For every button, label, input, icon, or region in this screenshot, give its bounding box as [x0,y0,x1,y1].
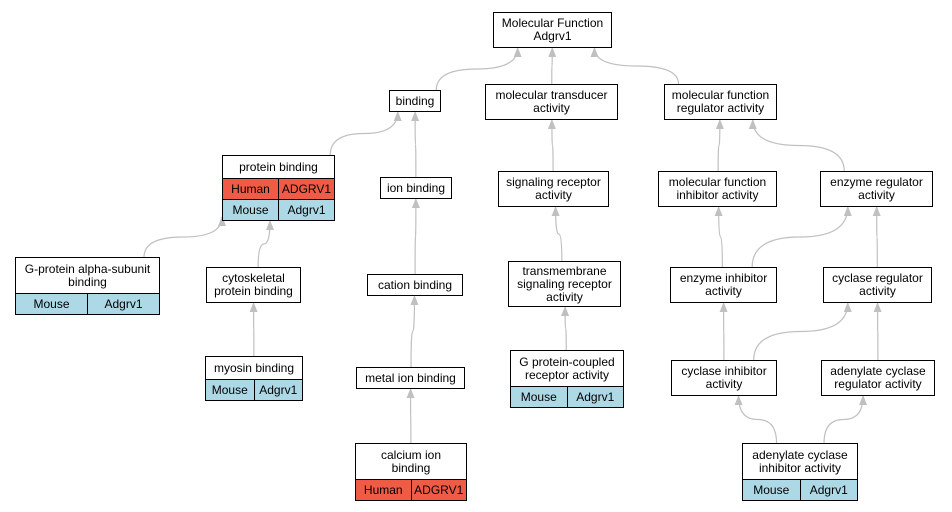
species-row-human: Human ADGRV1 [356,479,466,500]
node-label: protein binding [239,159,318,174]
species-label: Mouse [753,483,790,497]
node-label: binding [395,93,435,108]
species-row-mouse: Mouse Adgrv1 [206,379,302,400]
node-label: Molecular Function Adgrv1 [501,16,604,43]
edge-metal_ion-to-cation_binding [410,295,419,368]
edge-adenylate_inhibitor-to-cyclase_inhibitor [734,395,778,444]
edge-cation_binding-to-ion_binding [411,198,420,275]
edge-cyclase_regulator-to-enzyme_regulator [872,206,881,268]
node-label: ion binding [386,180,446,195]
edge-transmembrane-to-signaling_receptor [551,206,563,262]
edge-mf_inhibitor-to-mf_regulator [715,119,724,172]
node-label: adenylate cyclase regulator activity [830,364,926,391]
node-cytoskeletal[interactable]: cytoskeletal protein binding [206,267,301,303]
gene-label: Adgrv1 [799,480,858,500]
node-mf-regulator[interactable]: molecular function regulator activity [664,84,777,120]
node-label: cyclase regulator activity [832,271,923,298]
edge-protein_binding-to-binding [329,111,402,156]
gene-label: Adgrv1 [87,294,159,314]
node-root[interactable]: Molecular Function Adgrv1 [493,12,612,48]
node-mol-transducer[interactable]: molecular transducer activity [485,84,618,120]
node-label: signaling receptor activity [506,175,601,202]
node-binding[interactable]: binding [389,90,441,112]
edge-signaling_receptor-to-mol_transducer [547,119,556,172]
species-row-mouse: Mouse Adgrv1 [511,386,623,407]
gene-label: ADGRV1 [410,480,467,500]
edge-mol_transducer-to-root [548,47,557,85]
node-adenylate-regulator[interactable]: adenylate cyclase regulator activity [821,360,935,396]
node-label: enzyme inhibitor activity [679,271,768,298]
gene-label: Adgrv1 [566,387,624,407]
node-metal-ion[interactable]: metal ion binding [356,367,465,389]
species-label: Human [231,182,270,196]
edge-cyclase_inhibitor-to-cyclase_regulator [753,302,852,361]
node-cation-binding[interactable]: cation binding [367,274,463,296]
node-label: adenylate cyclase inhibitor activity [752,447,848,475]
species-row-human: Human ADGRV1 [223,178,334,199]
node-enzyme-regulator[interactable]: enzyme regulator activity [820,171,933,207]
node-cyclase-inhibitor[interactable]: cyclase inhibitor activity [671,360,777,396]
species-row-mouse: Mouse Adgrv1 [223,199,334,220]
edge-adenylate_inhibitor-to-adenylate_regulator [823,395,868,444]
node-cyclase-regulator[interactable]: cyclase regulator activity [823,267,932,303]
species-label: Mouse [211,383,248,397]
edge-enzyme_inhibitor-to-enzyme_regulator [751,206,852,268]
edge-gpcr-to-transmembrane [561,306,570,351]
edge-binding-to-root [435,47,522,91]
species-row-mouse: Mouse Adgrv1 [743,479,857,500]
node-label: molecular transducer activity [495,88,608,115]
gene-label: Adgrv1 [278,200,334,220]
node-label: cytoskeletal protein binding [214,271,293,298]
species-label: Mouse [232,203,269,217]
node-label: enzyme regulator activity [830,175,923,202]
edge-enzyme_regulator-to-mf_regulator [748,119,845,172]
gene-label: Adgrv1 [253,380,303,400]
species-label: Human [363,483,403,497]
node-label: G-protein alpha-subunit binding [24,261,151,289]
node-label: calcium ion binding [380,447,442,475]
node-ion-binding[interactable]: ion binding [380,177,452,199]
node-label: metal ion binding [365,370,456,385]
node-label: cation binding [377,277,453,292]
node-label: myosin binding [213,360,295,375]
node-transmembrane[interactable]: transmembrane signaling receptor activit… [508,261,621,307]
species-label: Mouse [33,297,70,311]
edge-cytoskeletal-to-protein_binding [257,220,274,268]
species-row-mouse: Mouse Adgrv1 [16,293,159,314]
node-label: G protein-coupled receptor activity [519,354,615,382]
node-label: transmembrane signaling receptor activit… [517,263,612,304]
node-label: molecular function regulator activity [671,88,770,115]
node-label: molecular function inhibitor activity [668,175,767,202]
edge-g_alpha-to-protein_binding [143,215,226,258]
edge-ion_binding-to-binding [411,111,420,178]
node-label: cyclase inhibitor activity [681,364,767,391]
gene-label: ADGRV1 [278,179,334,199]
edge-enzyme_inhibitor-to-mf_inhibitor [714,206,723,268]
node-mf-inhibitor[interactable]: molecular function inhibitor activity [658,171,777,207]
node-enzyme-inhibitor[interactable]: enzyme inhibitor activity [670,267,777,303]
edge-mf_regulator-to-root [590,47,680,85]
species-label: Mouse [520,390,557,404]
node-signaling-receptor[interactable]: signaling receptor activity [498,171,609,207]
